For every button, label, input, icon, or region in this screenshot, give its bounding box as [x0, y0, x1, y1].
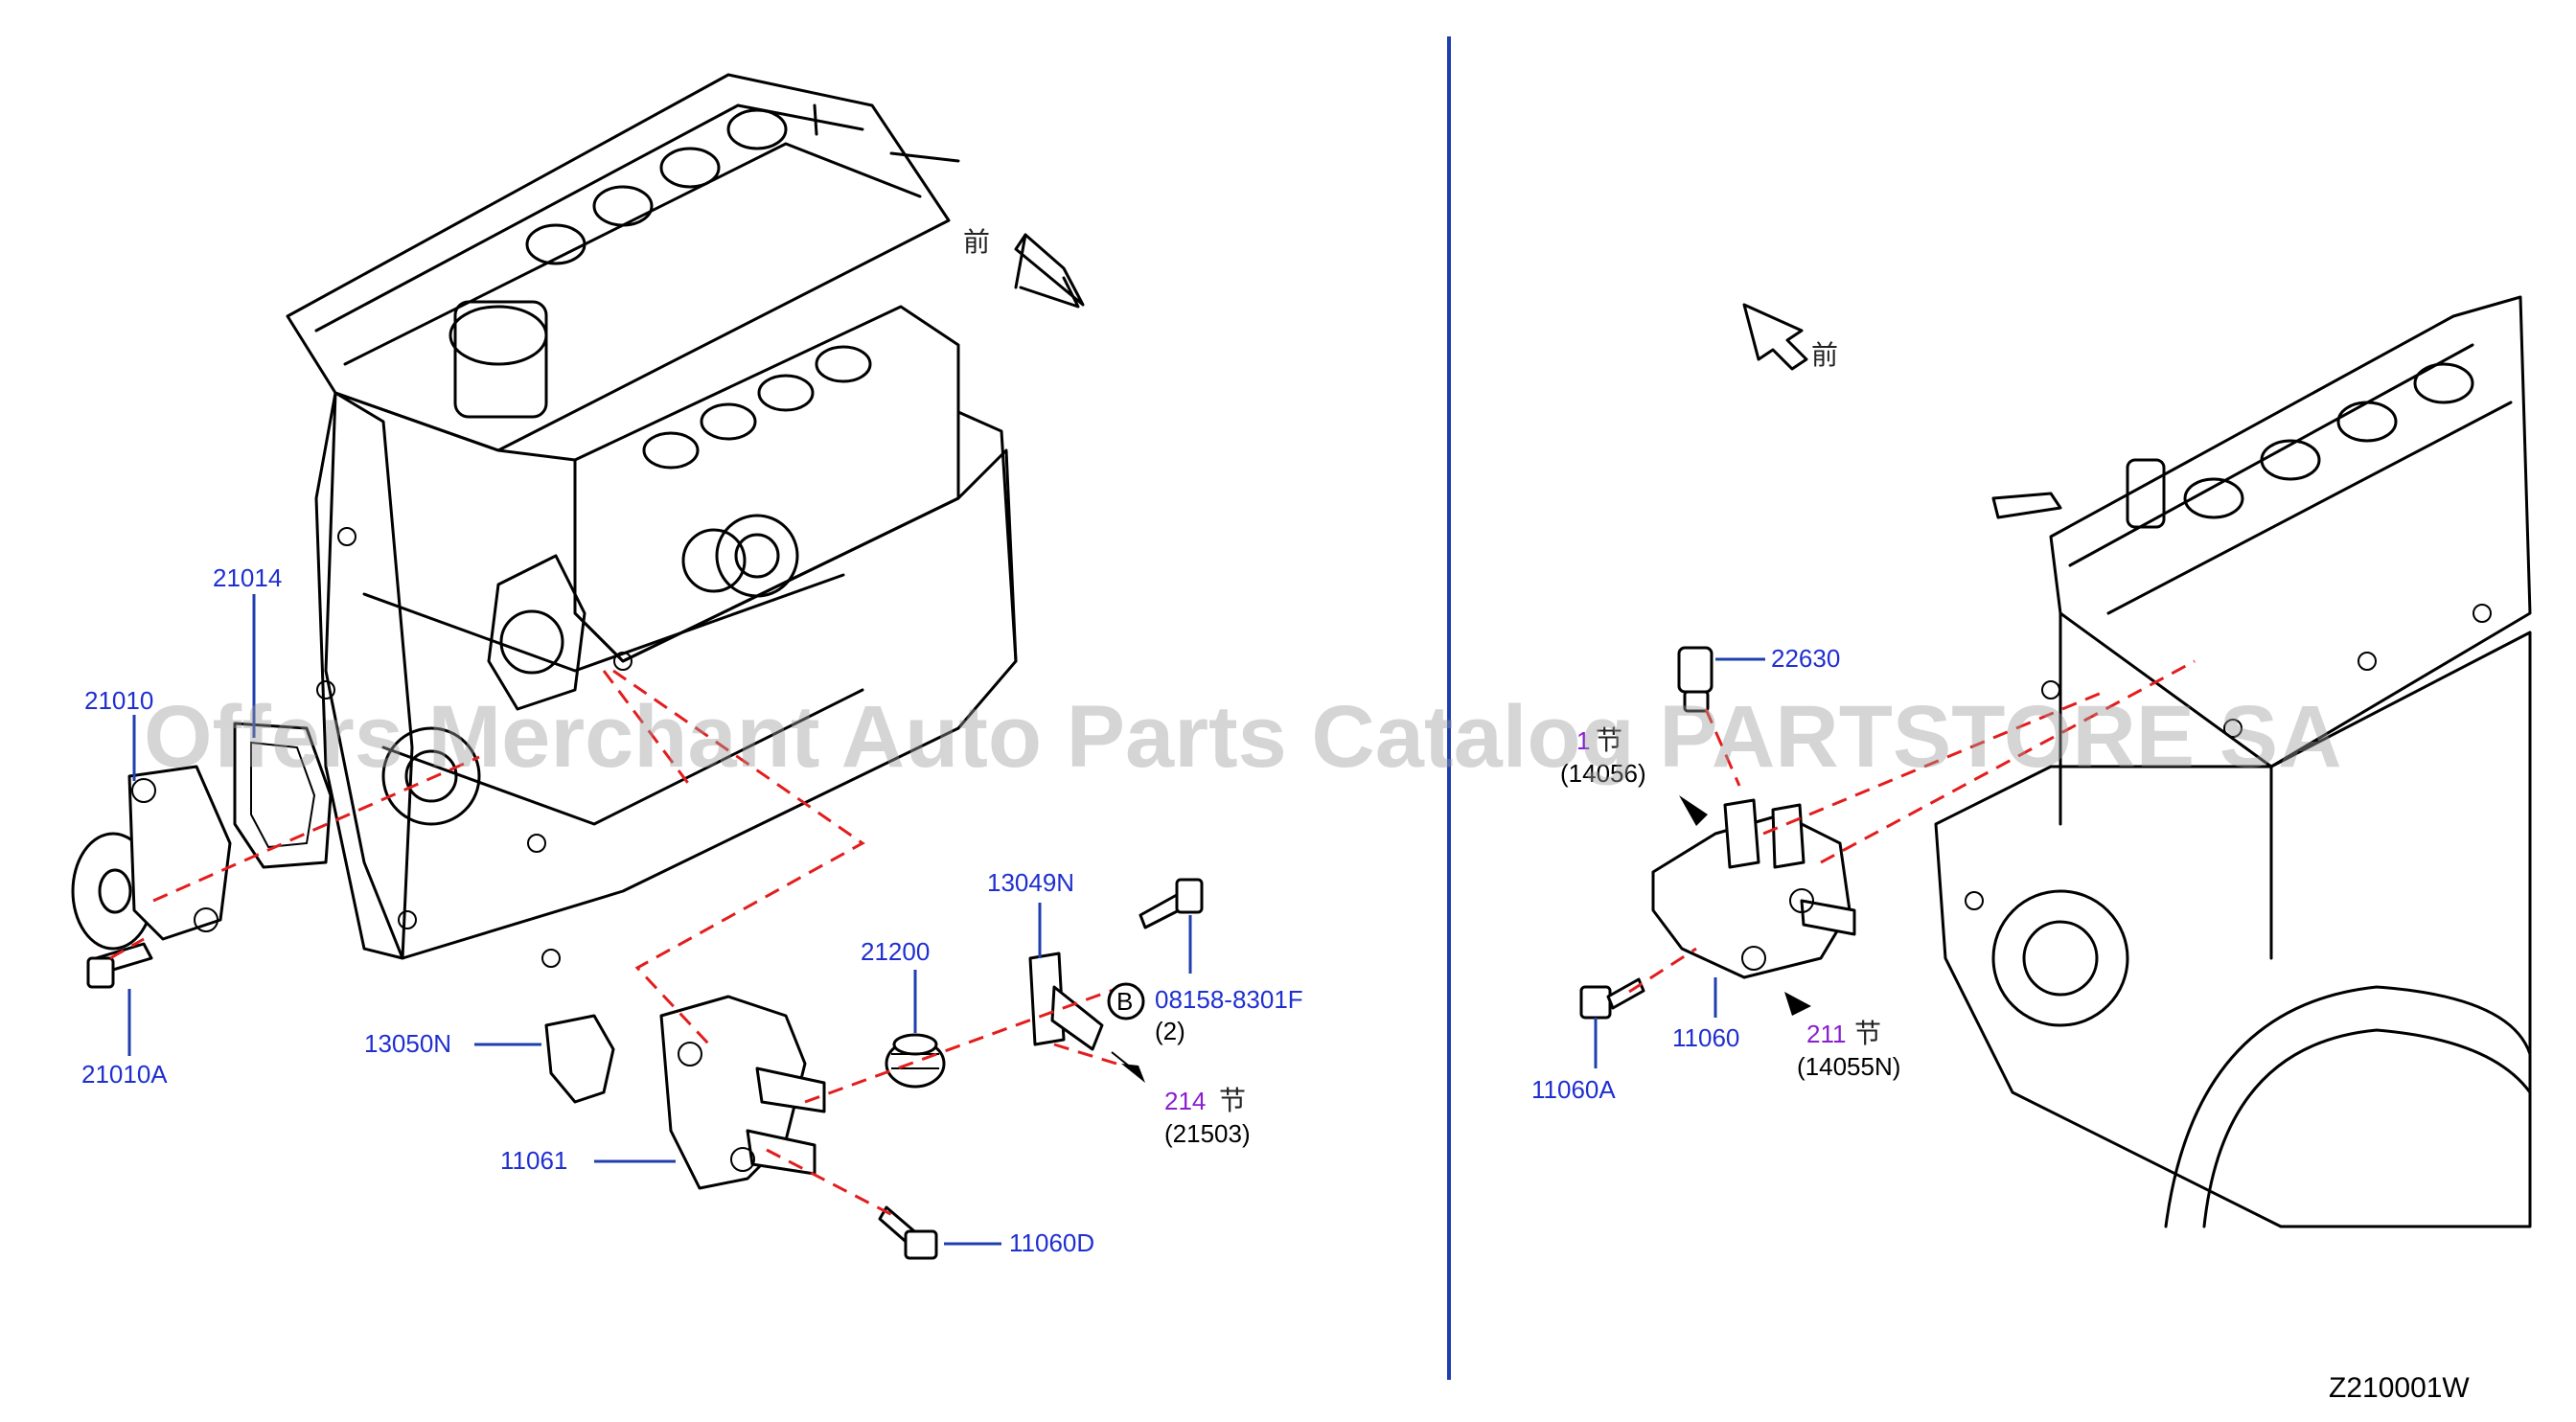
- ref-arrow-211: [1784, 992, 1811, 1016]
- label-21200: 21200: [861, 937, 930, 966]
- label-21014: 21014: [213, 563, 282, 592]
- callout-b-circle: [1107, 982, 1145, 1021]
- ref-211-sub: (14055N): [1797, 1052, 1900, 1081]
- housing-gasket: [544, 1014, 615, 1104]
- front-direction-arrow-left: [1014, 233, 1085, 309]
- ref-214-symbol: 节: [1219, 1085, 1246, 1116]
- pump-bolt: [86, 942, 153, 989]
- ref-214: 214: [1164, 1087, 1206, 1115]
- outlet-bolt: [1579, 977, 1645, 1020]
- housing-bolt: [878, 1205, 938, 1260]
- inlet-bolt: [1138, 878, 1204, 929]
- label-11060A: 11060A: [1531, 1075, 1616, 1104]
- front-label-left: 前: [963, 226, 990, 258]
- diagram-code: Z210001W: [2329, 1372, 2470, 1404]
- water-outlet: [1651, 798, 1856, 979]
- water-inlet: [1028, 952, 1104, 1051]
- engine-block-right: [1934, 295, 2532, 1228]
- label-11060: 11060: [1672, 1023, 1739, 1052]
- label-13050N: 13050N: [364, 1029, 451, 1058]
- callout-b: B: [1116, 987, 1133, 1016]
- label-21010A: 21010A: [81, 1060, 168, 1089]
- ref-left: 1: [1576, 726, 1590, 755]
- engine-block-left: [286, 73, 1018, 968]
- ref-211-symbol: 节: [1854, 1018, 1881, 1049]
- label-21010: 21010: [84, 686, 153, 715]
- label-22630: 22630: [1771, 644, 1840, 673]
- front-label-right: 前: [1811, 339, 1838, 371]
- watermark: Offers Merchant Auto Parts Catalog PARTS…: [144, 688, 2342, 786]
- ref-214-sub: (21503): [1164, 1119, 1251, 1148]
- water-pump: [71, 765, 232, 951]
- ref-arrow-214: [1121, 1064, 1145, 1083]
- ref-left-symbol: 节: [1596, 724, 1622, 756]
- label-08158-qty: (2): [1155, 1017, 1185, 1045]
- ref-arrow-up: [1679, 795, 1708, 826]
- label-08158-8301F: 08158-8301F: [1155, 985, 1303, 1014]
- temperature-sensor: [1677, 646, 1714, 713]
- label-13049N: 13049N: [987, 868, 1074, 897]
- water-pump-gasket: [233, 722, 333, 869]
- ref-left-sub: (14056): [1560, 759, 1646, 788]
- front-direction-arrow-right: [1742, 303, 1808, 371]
- thermostat: [885, 1033, 946, 1089]
- label-11060D: 11060D: [1009, 1228, 1094, 1257]
- label-11061: 11061: [500, 1146, 567, 1175]
- ref-211: 211: [1806, 1020, 1846, 1048]
- thermostat-housing: [659, 995, 826, 1190]
